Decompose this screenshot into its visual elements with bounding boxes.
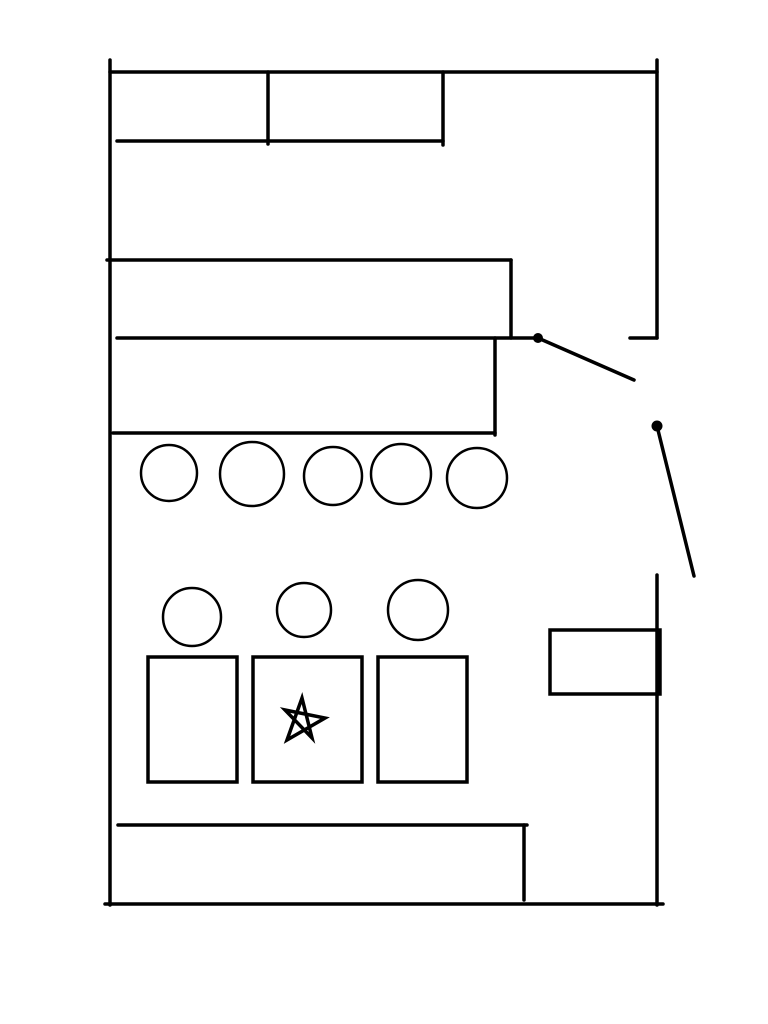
chair [161,586,223,648]
table-marked [251,655,364,784]
chair [275,581,333,639]
bar-stools [139,440,509,510]
stool [369,442,433,506]
table-chairs [161,578,450,648]
bottom-counter [116,823,529,902]
stool [139,443,199,503]
door-leaf [536,336,636,382]
stool [445,446,509,510]
tables [146,655,469,784]
stool [302,445,364,507]
table [376,655,469,784]
outer-walls [103,58,665,907]
chair [386,578,450,642]
table [146,655,239,784]
counter [105,258,540,437]
inner-door [533,333,636,382]
stool [218,440,286,508]
side-cabinet [548,628,662,696]
entrance-door [651,420,696,578]
top-cabinet [115,70,445,147]
door-leaf [655,424,696,578]
star-icon [279,691,330,744]
